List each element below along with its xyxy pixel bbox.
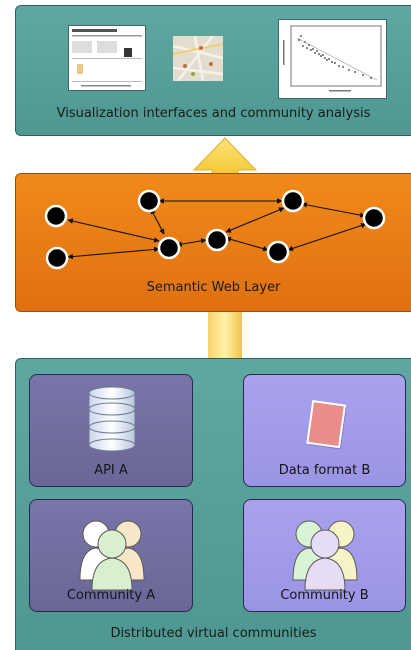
community-a-label: Community A — [66, 588, 156, 603]
graph-node — [205, 228, 229, 252]
graph-edge — [225, 207, 285, 233]
data-format-b-label: Data format B — [278, 463, 371, 478]
graph-node — [137, 189, 161, 213]
api-a-card[interactable]: API A — [29, 374, 193, 487]
graph-node — [266, 240, 290, 264]
community-b-people-icon — [292, 520, 358, 591]
data-format-b-card[interactable]: Data format B — [243, 374, 406, 487]
up-arrow — [192, 137, 258, 175]
dashboard-thumbnail[interactable] — [68, 25, 146, 91]
graph-edge — [150, 208, 165, 235]
graph-edge — [287, 222, 367, 252]
graph-node — [281, 189, 305, 213]
map-thumbnail[interactable] — [173, 36, 223, 81]
semantic-web-layer-label: Semantic Web Layer — [146, 280, 281, 295]
graph-node — [45, 246, 69, 270]
community-b-card[interactable]: Community B — [243, 499, 406, 612]
graph-edge — [67, 246, 160, 260]
database-icon — [88, 386, 136, 452]
community-a-card[interactable]: Community A — [29, 499, 193, 612]
distributed-communities-layer: API A Data format B Community A — [15, 358, 411, 650]
scatterplot-thumbnail[interactable] — [278, 19, 387, 99]
visualization-layer: Visualization interfaces and community a… — [15, 5, 411, 136]
graph-node — [44, 204, 68, 228]
semantic-web-layer: Semantic Web Layer — [15, 173, 411, 312]
semantic-graph — [44, 189, 386, 270]
community-a-people-icon — [79, 520, 145, 591]
graph-edge — [176, 238, 207, 247]
community-b-label: Community B — [280, 588, 369, 603]
graph-node — [157, 236, 181, 260]
distributed-communities-layer-label: Distributed virtual communities — [110, 626, 317, 641]
graph-edge — [225, 236, 269, 252]
graph-node — [362, 206, 386, 230]
connector-bar — [208, 312, 242, 359]
document-icon — [306, 399, 347, 450]
api-a-label: API A — [94, 463, 128, 478]
visualization-layer-label: Visualization interfaces and community a… — [56, 106, 371, 121]
graph-edge — [301, 202, 366, 218]
graph-edge — [67, 218, 160, 243]
